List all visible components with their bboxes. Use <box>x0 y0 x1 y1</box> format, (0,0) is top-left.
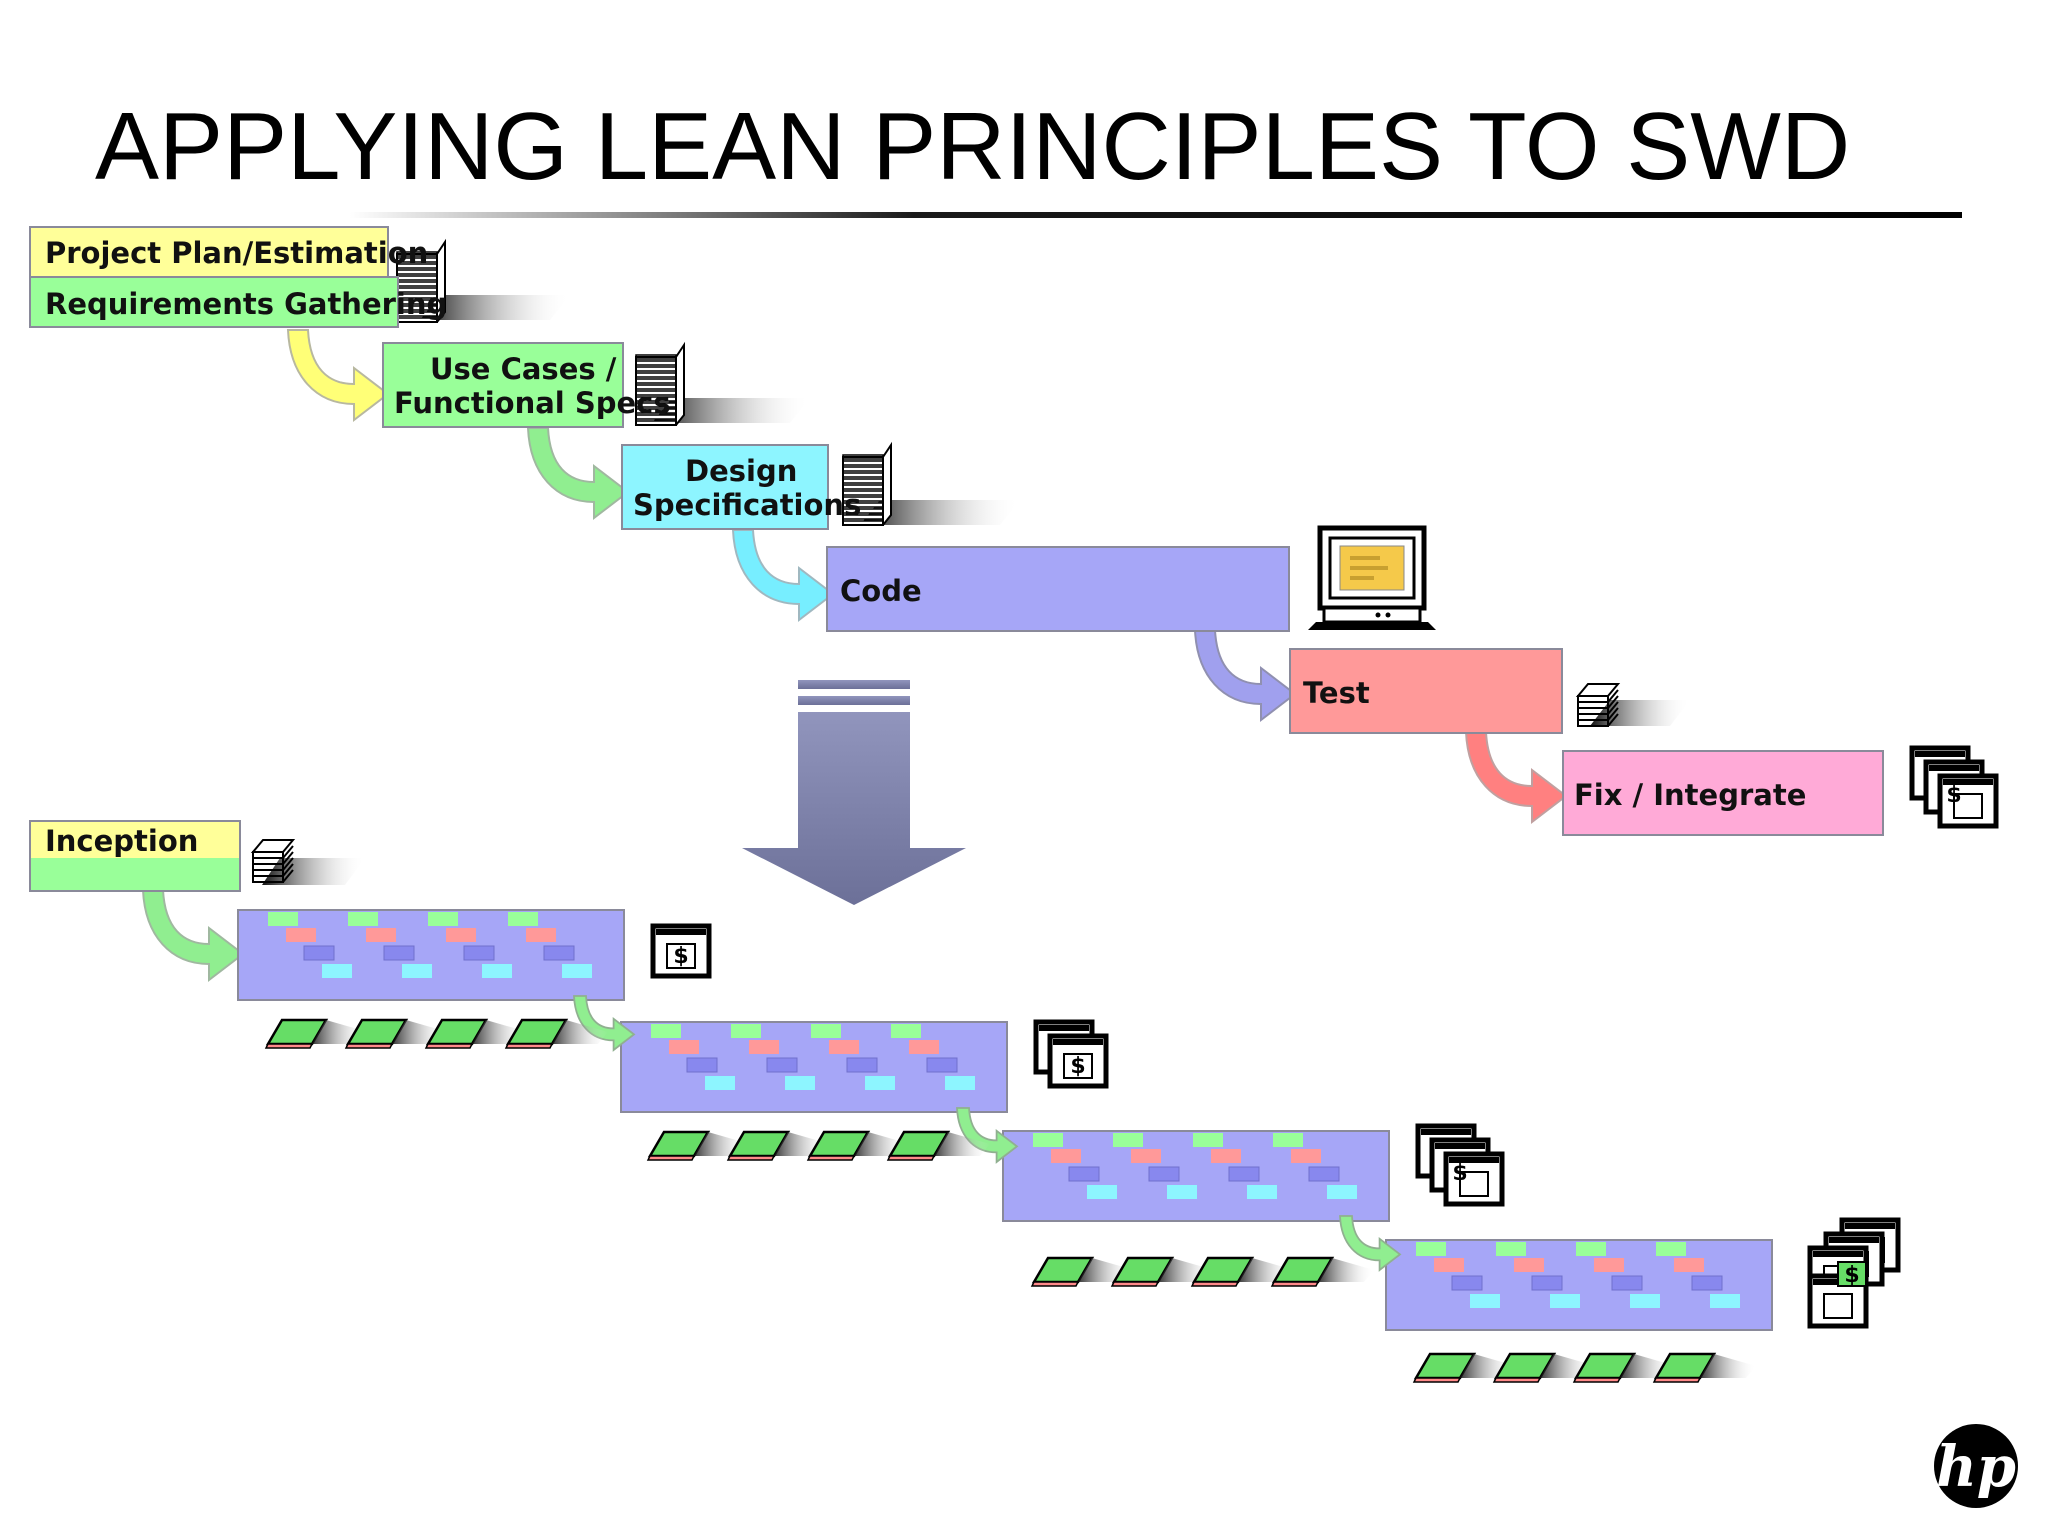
flow-arrow-blue <box>1194 629 1296 721</box>
document-stack-icon <box>635 344 810 426</box>
code-label: Code <box>840 574 922 608</box>
inception-label: Inception <box>45 824 199 858</box>
design-box: Design Specifications <box>621 444 861 530</box>
use-cases-label-line1: Use Cases / <box>430 352 617 386</box>
design-label-line1: Design <box>685 454 798 488</box>
money-icon-double: $ <box>1036 1022 1106 1086</box>
flow-arrow-green <box>527 427 629 519</box>
use-cases-box: Use Cases / Functional Specs <box>382 342 671 428</box>
computer-monitor-icon <box>1308 525 1436 630</box>
svg-text:$: $ <box>1070 1054 1085 1079</box>
svg-text:$: $ <box>673 944 688 969</box>
iteration-2 <box>620 1021 1008 1113</box>
test-label: Test <box>1303 676 1370 710</box>
document-stack-small-icon <box>252 839 365 885</box>
iteration-1 <box>237 909 625 1001</box>
flow-arrow-cyan <box>732 529 834 621</box>
money-icon-fix: $ <box>1912 748 1996 826</box>
money-icon-stack-large: $ <box>1810 1220 1898 1326</box>
flow-arrow-yellow <box>287 329 389 421</box>
test-box: Test <box>1289 648 1563 734</box>
design-label-line2: Specifications <box>633 488 862 522</box>
money-icon-single: $ <box>653 926 709 976</box>
inception-arrow <box>142 889 244 981</box>
title-underline <box>350 212 1962 218</box>
build-icons-row-3 <box>1030 1256 1376 1288</box>
document-stack-small-icon <box>1577 683 1690 727</box>
use-cases-label-line2: Functional Specs <box>394 386 671 420</box>
project-plan-box: Project Plan/Estimation <box>29 226 428 278</box>
iteration-4 <box>1385 1239 1773 1331</box>
money-icon-triple: $ <box>1418 1126 1502 1204</box>
project-plan-label: Project Plan/Estimation <box>45 236 429 270</box>
slide-title: APPLYING LEAN PRINCIPLES TO SWD <box>95 93 1851 200</box>
document-stack-icon <box>396 241 570 323</box>
fix-integrate-box: Fix / Integrate <box>1562 750 1884 836</box>
flow-arrow-red <box>1465 731 1567 823</box>
iteration-3 <box>1002 1130 1390 1222</box>
requirements-label: Requirements Gathering <box>45 287 448 321</box>
svg-text:$: $ <box>1452 1161 1467 1186</box>
inception-box: Inception <box>29 820 241 892</box>
code-box: Code <box>826 546 1290 632</box>
build-icons-row-2 <box>646 1130 992 1162</box>
svg-text:$: $ <box>1946 783 1961 808</box>
build-icons-row-4 <box>1412 1352 1758 1384</box>
transformation-down-arrow <box>742 680 966 905</box>
inception-header-band <box>31 822 239 858</box>
document-stack-icon <box>842 444 1020 526</box>
requirements-box: Requirements Gathering <box>29 276 447 328</box>
build-icons-row-1 <box>264 1018 610 1050</box>
fix-integrate-label: Fix / Integrate <box>1574 778 1807 812</box>
svg-text:$: $ <box>1844 1263 1859 1288</box>
svg-text:hp: hp <box>1936 1434 2016 1500</box>
hp-logo: hp <box>1934 1424 2018 1508</box>
